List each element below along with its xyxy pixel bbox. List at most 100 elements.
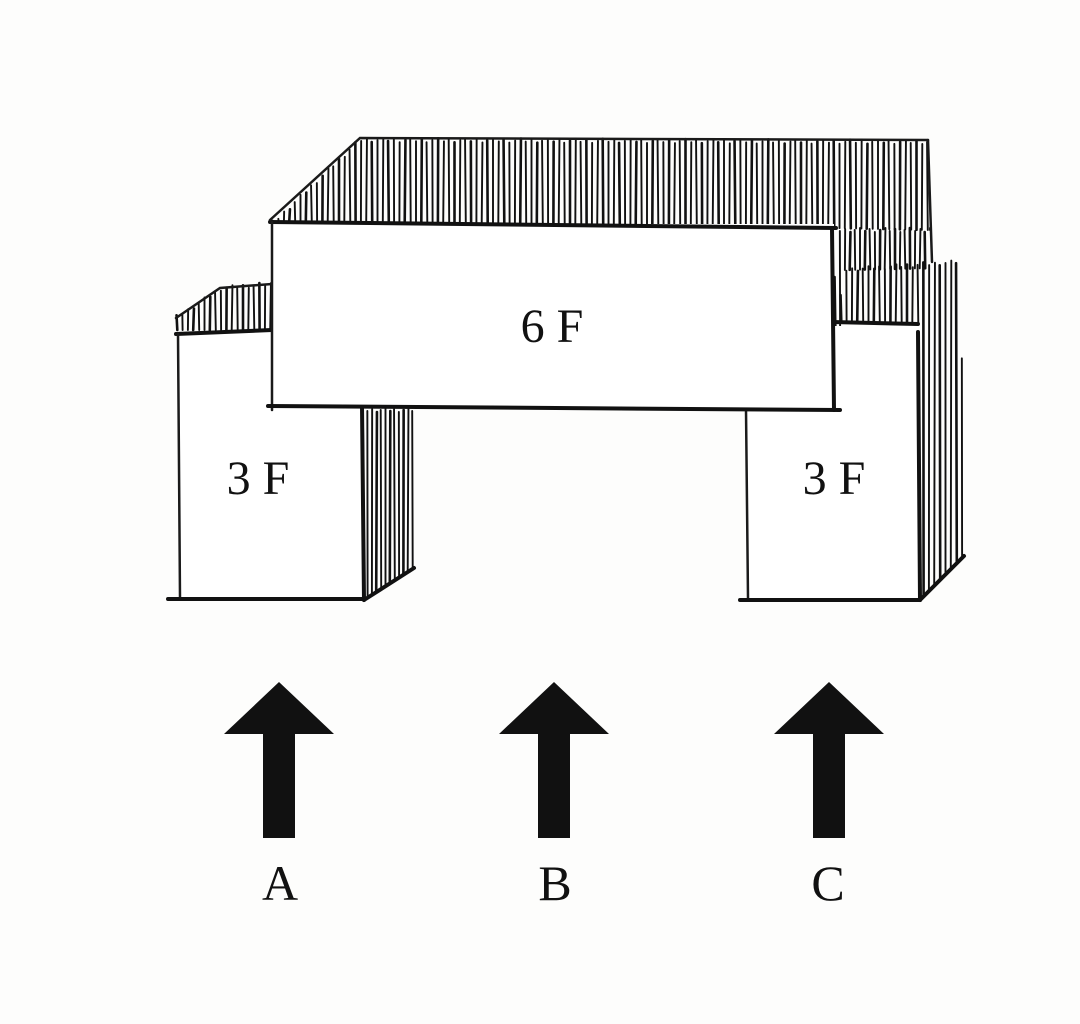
- roof-hatch-stroke: [617, 141, 622, 227]
- center-tower-right-edge: [830, 226, 836, 412]
- hatched-shadows: [175, 136, 964, 599]
- roof-hatch-stroke: [728, 142, 731, 228]
- roof-hatch-stroke: [485, 139, 490, 226]
- roof-hatch-stroke: [502, 138, 506, 226]
- center-tower-back-edge: [926, 138, 934, 264]
- center-tower-top-edge: [268, 220, 838, 230]
- left-side-hatch-stroke: [393, 408, 396, 582]
- center-tower-roof-edge: [268, 136, 930, 222]
- roof-hatch-stroke: [293, 201, 297, 224]
- roof-side-hatch-stroke: [868, 228, 872, 271]
- entry-arrow-a-icon: [224, 682, 334, 838]
- roof-hatch-stroke: [332, 165, 335, 224]
- roof-hatch-stroke: [370, 140, 374, 225]
- left-top-hatch-stroke: [247, 286, 250, 331]
- roof-hatch-stroke: [772, 141, 775, 229]
- roof-side-hatch-stroke: [848, 230, 852, 272]
- roof-hatch-stroke: [386, 139, 391, 225]
- roof-hatch-stroke: [596, 139, 599, 227]
- entry-arrows: [224, 682, 884, 838]
- right-side-hatch-stroke: [861, 267, 865, 324]
- roof-hatch-stroke: [871, 140, 874, 230]
- roof-hatch-stroke: [920, 143, 924, 231]
- roof-hatch-stroke: [650, 139, 655, 228]
- entry-label-c: C: [811, 855, 844, 911]
- right-side-hatch-stroke: [855, 269, 860, 324]
- roof-hatch-stroke: [579, 140, 583, 227]
- roof-hatch-stroke: [497, 140, 500, 226]
- roof-hatch-stroke: [640, 139, 643, 227]
- roof-hatch-stroke: [304, 191, 308, 224]
- roof-hatch-stroke: [926, 141, 929, 231]
- roof-hatch-stroke: [419, 137, 424, 225]
- left-side-hatch-stroke: [374, 410, 379, 594]
- left-side-hatch-stroke: [379, 409, 383, 591]
- roof-hatch-stroke: [695, 139, 698, 228]
- roof-hatch-stroke: [480, 141, 484, 226]
- left-side-hatch-stroke: [388, 409, 392, 585]
- right-wing-floor-label: 3 F: [803, 452, 866, 505]
- left-wing-side-hatching: [361, 406, 414, 599]
- right-side-hatch-stroke: [878, 265, 881, 324]
- left-side-hatch-stroke: [411, 410, 414, 570]
- roof-hatch-stroke: [656, 138, 660, 228]
- roof-side-hatch-stroke: [883, 227, 887, 271]
- roof-hatch-stroke: [524, 140, 528, 226]
- roof-hatch-stroke: [689, 141, 693, 228]
- roof-hatch-stroke: [887, 139, 891, 231]
- roof-hatch-stroke: [601, 137, 605, 227]
- roof-hatch-stroke: [464, 137, 467, 226]
- roof-hatch-stroke: [678, 140, 682, 228]
- roof-hatch-stroke: [716, 140, 721, 229]
- roof-hatch-stroke: [365, 138, 368, 224]
- roof-side-hatch-stroke: [863, 229, 867, 271]
- roof-hatch-stroke: [749, 139, 754, 229]
- roof-hatch-stroke: [788, 140, 792, 229]
- right-side-hatch-stroke: [900, 266, 903, 325]
- roof-hatch-stroke: [766, 138, 770, 229]
- right-side-hatch-stroke: [954, 261, 959, 564]
- roof-hatch-stroke: [557, 138, 561, 227]
- left-wing-top-hatching: [175, 281, 272, 332]
- right-wing-left-edge: [744, 408, 750, 600]
- left-top-hatch-stroke: [236, 286, 239, 331]
- center-tower-block: 6 F: [266, 136, 934, 412]
- roof-hatch-stroke: [442, 140, 445, 225]
- roof-hatch-stroke: [348, 148, 352, 224]
- roof-hatch-stroke: [827, 141, 830, 229]
- roof-hatch-stroke: [535, 141, 539, 227]
- entry-arrow-b-icon: [499, 682, 609, 838]
- right-side-hatch-stroke: [916, 263, 920, 325]
- right-wing-right-edge: [916, 330, 922, 602]
- right-side-hatch-stroke: [949, 259, 953, 569]
- left-wing-floor-label: 3 F: [227, 452, 290, 505]
- roof-side-hatch-stroke: [903, 229, 907, 270]
- roof-hatch-stroke: [909, 141, 913, 231]
- left-side-hatch-stroke: [406, 407, 410, 573]
- center-tower-base: [266, 404, 842, 412]
- roof-hatch-stroke: [403, 138, 407, 225]
- roof-hatch-stroke: [805, 139, 808, 229]
- roof-hatch-stroke: [794, 138, 797, 229]
- roof-hatch-stroke: [832, 139, 836, 230]
- right-side-hatch-stroke: [839, 293, 843, 324]
- entry-labels: A B C: [262, 855, 845, 911]
- right-wing-top-edge: [830, 320, 920, 326]
- entry-label-b: B: [538, 855, 571, 911]
- roof-hatch-stroke: [733, 140, 737, 229]
- roof-hatch-stroke: [848, 138, 853, 230]
- left-wing-right-edge: [360, 404, 366, 602]
- roof-hatch-stroke: [574, 137, 577, 227]
- roof-hatch-stroke: [381, 137, 385, 225]
- roof-hatch-stroke: [447, 138, 451, 225]
- roof-side-hatch-stroke: [833, 275, 837, 328]
- left-top-hatch-stroke: [208, 295, 212, 332]
- roof-top-hatching: [271, 136, 929, 232]
- left-top-hatch-stroke: [191, 307, 196, 332]
- roof-side-hatch-stroke: [923, 230, 927, 270]
- roof-hatch-stroke: [518, 137, 523, 226]
- entry-label-a: A: [262, 855, 298, 911]
- roof-side-hatch-stroke: [918, 228, 922, 270]
